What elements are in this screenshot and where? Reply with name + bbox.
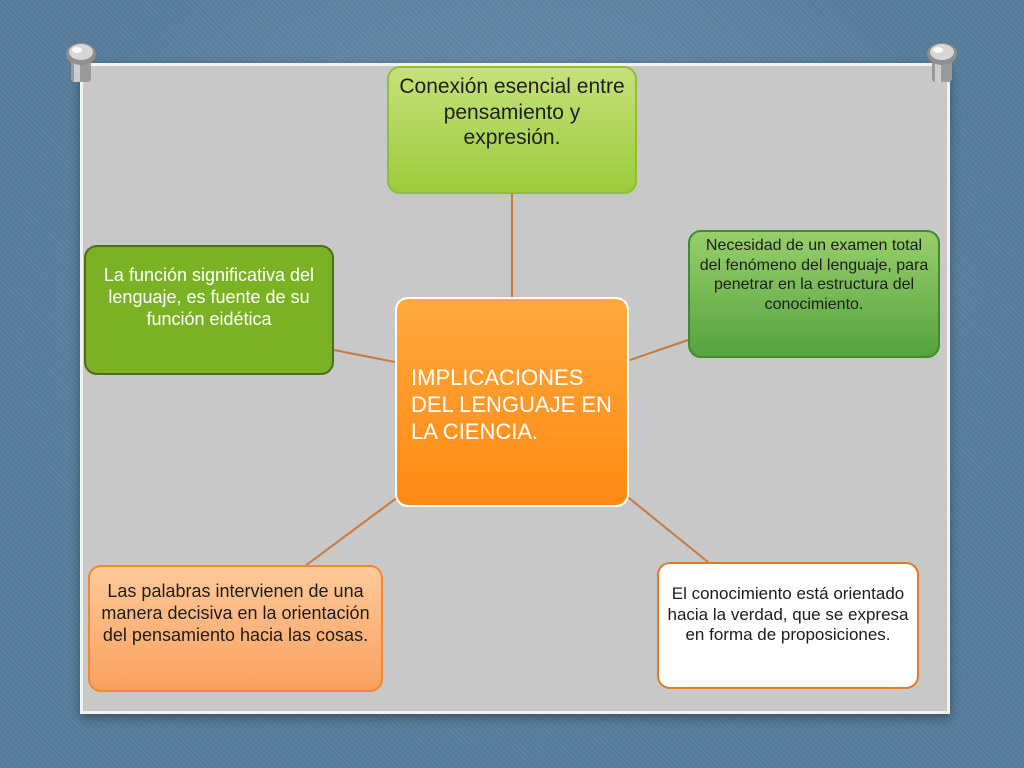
connector-bottom-left [304,493,403,567]
node-right: Necesidad de un examen total del fenómen… [688,230,940,358]
node-top: Conexión esencial entre pensamiento y ex… [387,66,637,194]
center-node: IMPLICACIONES DEL LENGUAJE EN LA CIENCIA… [395,297,629,507]
right-pin-icon [927,43,957,82]
node-bottom-right: El conocimiento está orientado hacia la … [657,562,919,689]
node-top-text: Conexión esencial entre pensamiento y ex… [399,75,625,150]
connector-right [629,339,689,361]
connector-left [333,349,396,363]
node-bottom-left-text: Las palabras intervienen de una manera d… [101,581,370,645]
node-bottom-left: Las palabras intervienen de una manera d… [88,565,383,692]
left-pin-icon [66,43,96,82]
connector-bottom-right [623,493,709,563]
center-node-text: IMPLICACIONES DEL LENGUAJE EN LA CIENCIA… [411,365,612,444]
node-left: La función significativa del lenguaje, e… [84,245,334,375]
node-right-text: Necesidad de un examen total del fenómen… [699,237,929,313]
node-left-text: La función significativa del lenguaje, e… [103,265,315,329]
node-bottom-right-text: El conocimiento está orientado hacia la … [667,584,909,645]
